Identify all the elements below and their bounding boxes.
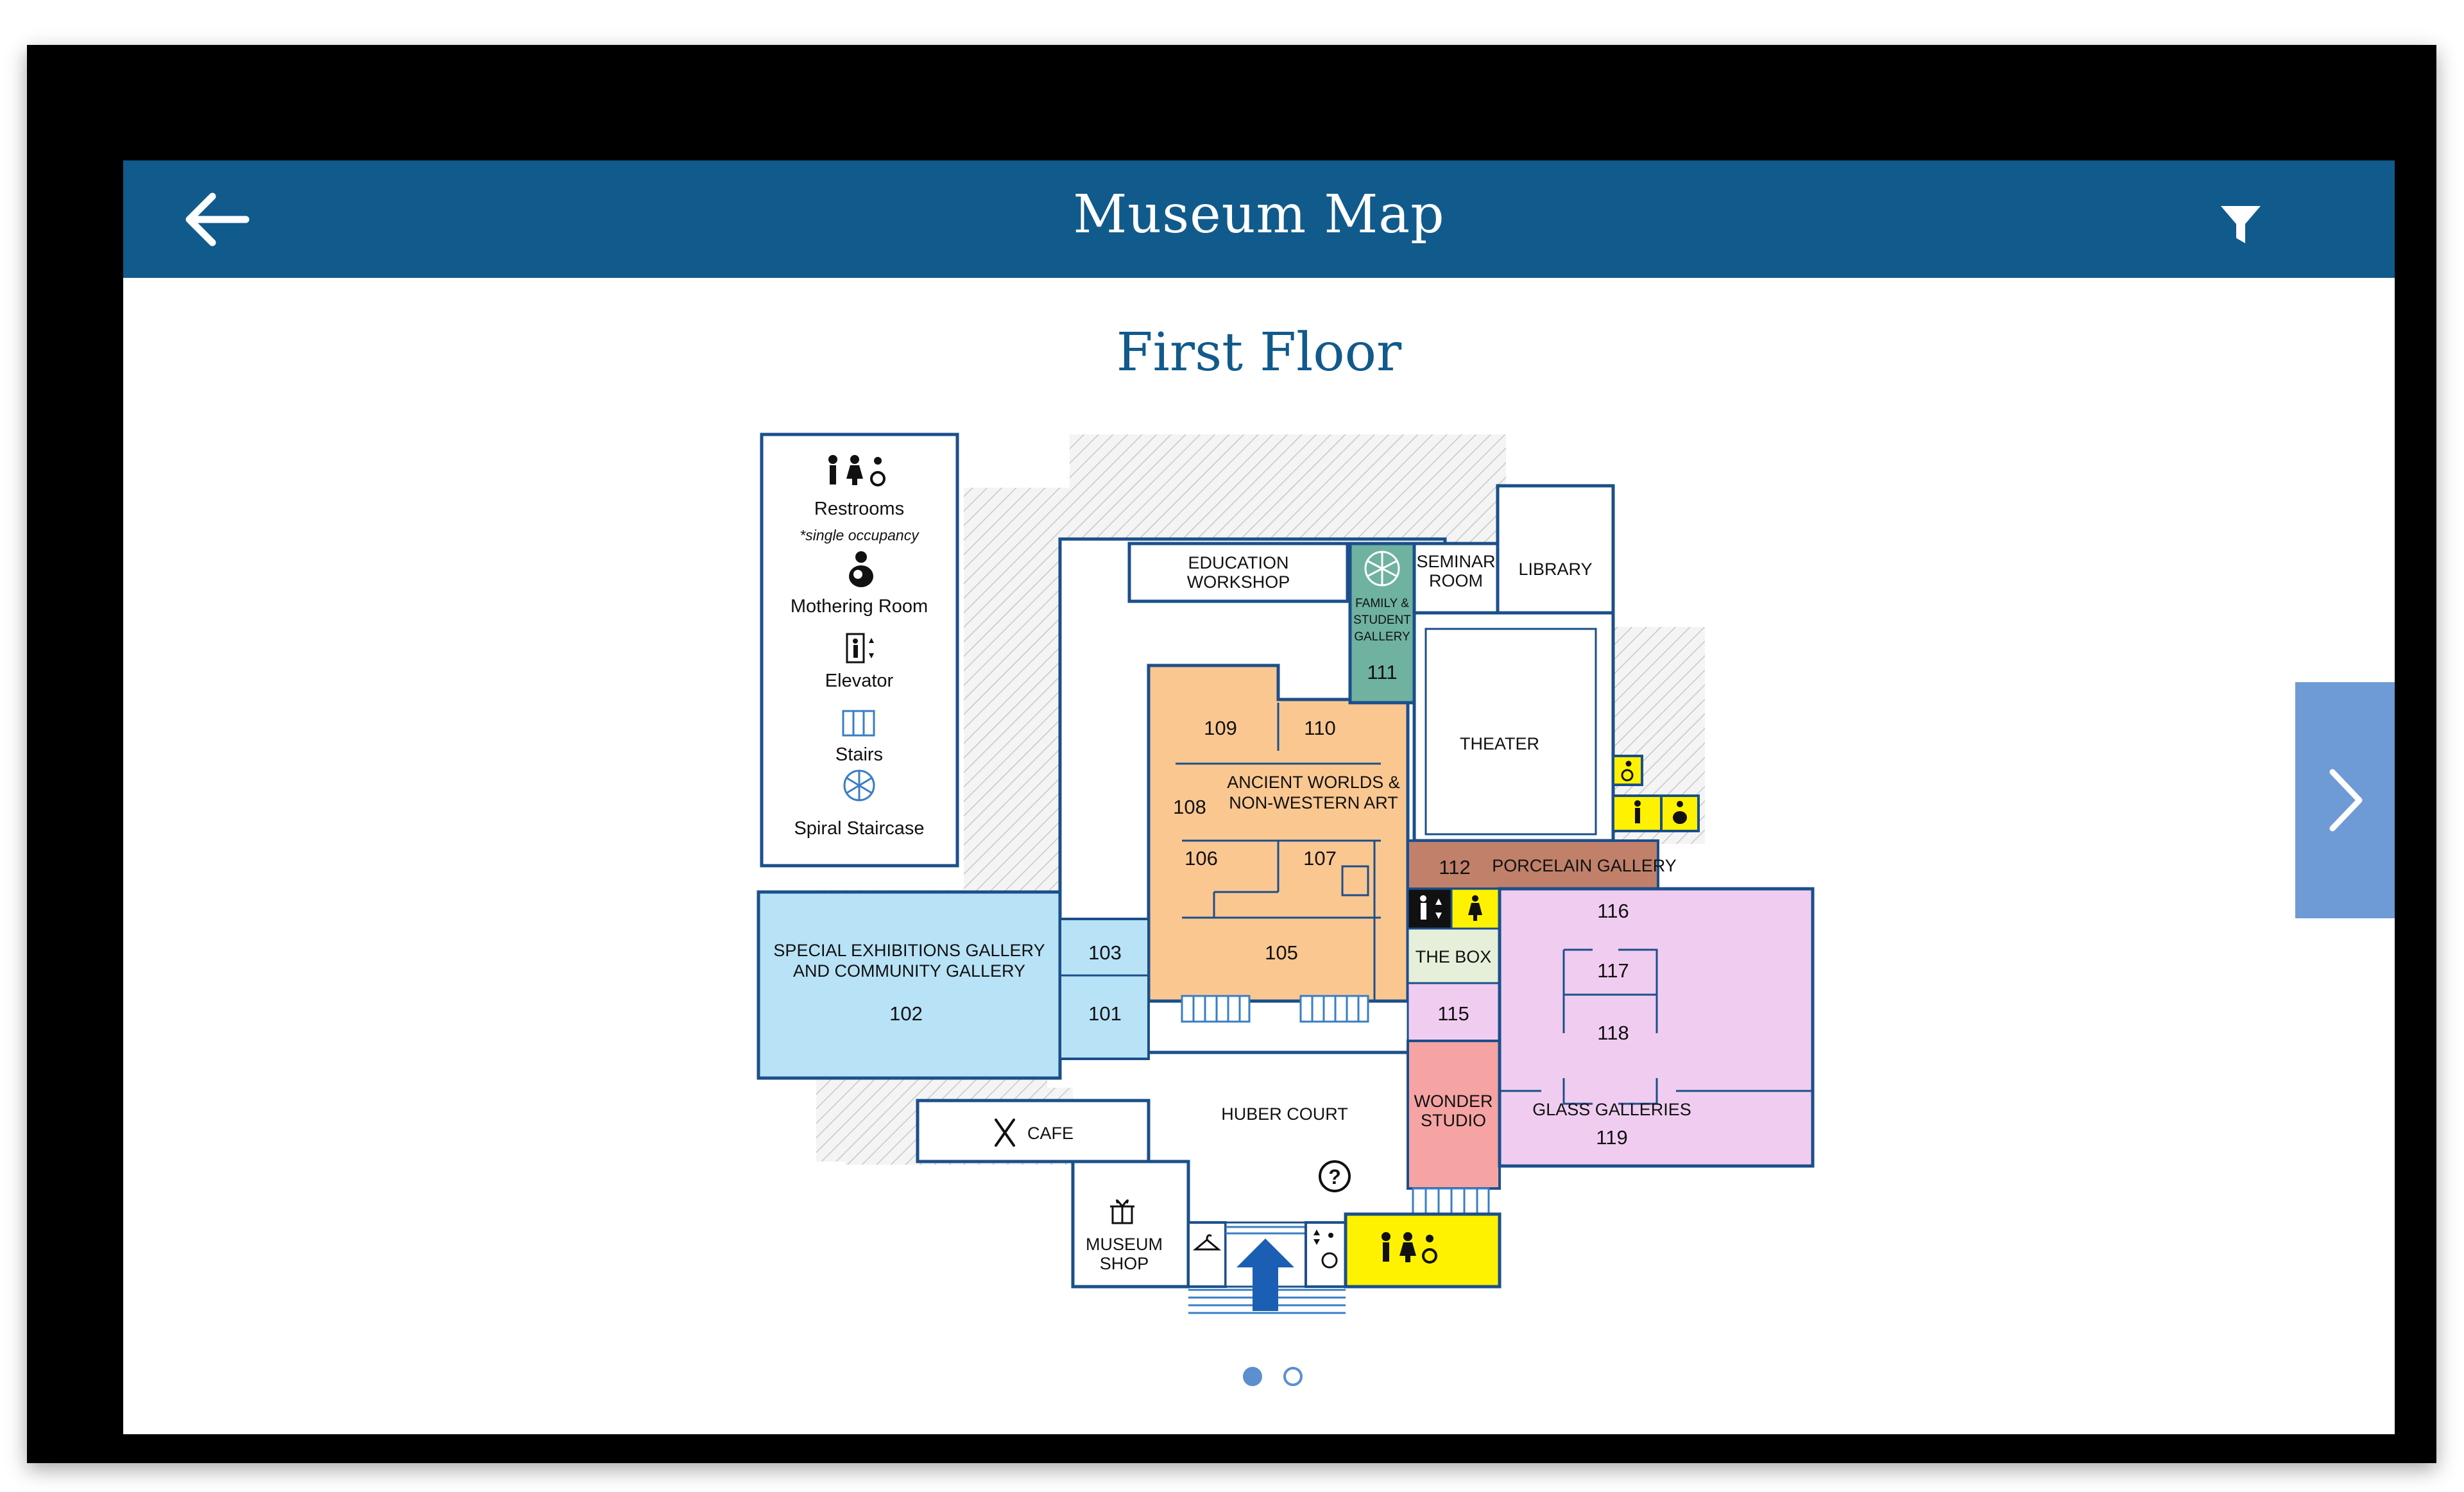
room-number-101: 101: [1088, 1002, 1122, 1025]
coat-hanger-icon: [1192, 1234, 1222, 1251]
room-number-117: 117: [1597, 959, 1629, 982]
app-bar: Museum Map: [123, 160, 2395, 278]
seminar-room-label-2: ROOM: [1429, 571, 1483, 590]
museum-shop-label: MUSEUM: [1086, 1235, 1163, 1254]
room-number-102: 102: [889, 1002, 923, 1025]
museum-shop-label-2: SHOP: [1100, 1254, 1149, 1273]
page-indicator-dot-1[interactable]: [1243, 1367, 1262, 1386]
legend-restrooms-label: Restrooms: [814, 499, 904, 519]
seminar-room-label: SEMINAR: [1416, 552, 1495, 571]
spiral-staircase-icon: [1364, 551, 1400, 587]
coat-check[interactable]: [1187, 1221, 1227, 1288]
family-gallery-label-2: STUDENT: [1353, 613, 1411, 627]
elevator-tag[interactable]: [1407, 887, 1453, 930]
room-number-112: 112: [1439, 856, 1470, 879]
huber-court-label: HUBER COURT: [1221, 1104, 1348, 1124]
floor-title: First Floor: [1116, 322, 1402, 383]
chevron-right-icon: [2329, 769, 2363, 832]
room-theater[interactable]: [1412, 611, 1615, 843]
filter-funnel-icon: [2221, 206, 2261, 243]
room-number-111: 111: [1367, 661, 1397, 683]
filter-button[interactable]: [2218, 202, 2263, 247]
education-workshop-label: EDUCATION: [1188, 553, 1288, 572]
room-education-workshop[interactable]: [1127, 542, 1349, 603]
wheelchair-icon: [1621, 760, 1634, 782]
special-exhibitions-label-2: AND COMMUNITY GALLERY: [793, 961, 1025, 981]
the-box-label: THE BOX: [1416, 947, 1492, 966]
back-button[interactable]: [184, 193, 255, 247]
theater-label: THEATER: [1460, 734, 1539, 753]
next-floor-button[interactable]: [2295, 682, 2395, 918]
library-label: LIBRARY: [1518, 560, 1592, 579]
restroom-icon: [828, 455, 886, 486]
room-number-116: 116: [1597, 900, 1629, 922]
spiral-staircase-icon: [843, 769, 875, 802]
porcelain-gallery-label: PORCELAIN GALLERY: [1492, 856, 1677, 875]
mothering-room-icon: [849, 551, 873, 587]
room-library[interactable]: [1496, 484, 1615, 615]
page-indicator-dot-2[interactable]: [1283, 1367, 1303, 1386]
room-number-108: 108: [1173, 796, 1206, 818]
glass-galleries-label: GLASS GALLERIES: [1532, 1100, 1691, 1119]
app-screen: Museum Map First Floor: [123, 160, 2395, 1434]
ancient-worlds-label: ANCIENT WORLDS &: [1227, 773, 1400, 792]
legend-elevator-label: Elevator: [825, 671, 894, 691]
room-103-101[interactable]: [1059, 918, 1150, 1060]
gift-icon: [1110, 1199, 1134, 1224]
wonder-studio-label-2: STUDIO: [1421, 1111, 1486, 1130]
glass-gallery-partitions: [1500, 948, 1813, 1105]
room-number-107: 107: [1303, 847, 1337, 870]
room-wonder-studio[interactable]: [1407, 1040, 1501, 1190]
device-frame: Museum Map First Floor: [27, 45, 2436, 1463]
entrance-arrow-icon: [1236, 1239, 1294, 1311]
ancient-worlds-label-2: NON-WESTERN ART: [1229, 793, 1398, 812]
room-number-105: 105: [1265, 941, 1298, 964]
elevator-icon: [846, 633, 874, 664]
legend-mothering-room-label: Mothering Room: [791, 596, 928, 617]
mothering-room-icon: [1673, 801, 1687, 824]
room-number-115: 115: [1437, 1002, 1469, 1025]
svg-text:?: ?: [1328, 1165, 1341, 1188]
elevator-icon: [1420, 895, 1442, 920]
room-cafe[interactable]: [916, 1099, 1151, 1163]
fork-knife-icon: [995, 1119, 1015, 1147]
room-number-110: 110: [1304, 717, 1335, 739]
wonder-studio-label: WONDER: [1414, 1092, 1493, 1111]
room-number-109: 109: [1204, 717, 1237, 739]
stairs-icon: [1412, 1187, 1490, 1215]
family-gallery-label: FAMILY &: [1355, 597, 1409, 610]
room-special-exhibitions[interactable]: [757, 890, 1062, 1080]
floor-map: Restrooms *single occupancy Mothering Ro…: [757, 433, 1815, 1314]
woman-icon: [1468, 895, 1482, 921]
room-115[interactable]: [1407, 982, 1501, 1042]
education-workshop-label-2: WORKSHOP: [1187, 572, 1290, 592]
accessible-elevator-icon: [1313, 1230, 1338, 1269]
legend-single-occupancy-label: *single occupancy: [800, 527, 920, 544]
legend-stairs-label: Stairs: [835, 744, 883, 765]
man-icon: [1634, 800, 1641, 823]
room-number-118: 118: [1597, 1022, 1629, 1044]
stairs-icon: [1181, 995, 1251, 1023]
information-icon[interactable]: ?: [1319, 1160, 1351, 1192]
stairs-icon: [842, 710, 875, 737]
page-title: Museum Map: [1073, 184, 1445, 245]
ancient-gallery-partitions: [1176, 703, 1381, 1001]
restroom-icon: [1382, 1232, 1437, 1264]
restrooms-main[interactable]: [1344, 1212, 1502, 1289]
room-number-103: 103: [1088, 941, 1122, 964]
cafe-label: CAFE: [1027, 1124, 1074, 1143]
map-legend: Restrooms *single occupancy Mothering Ro…: [760, 433, 959, 868]
room-number-106: 106: [1185, 847, 1218, 870]
family-gallery-label-3: GALLERY: [1354, 630, 1410, 644]
special-gallery-partitions: [1059, 937, 1149, 1040]
room-number-119: 119: [1596, 1126, 1627, 1149]
legend-spiral-staircase-label: Spiral Staircase: [794, 818, 924, 839]
special-exhibitions-label: SPECIAL EXHIBITIONS GALLERY: [773, 941, 1045, 960]
arrow-left-icon: [185, 193, 250, 246]
stairs-icon: [1299, 995, 1369, 1023]
